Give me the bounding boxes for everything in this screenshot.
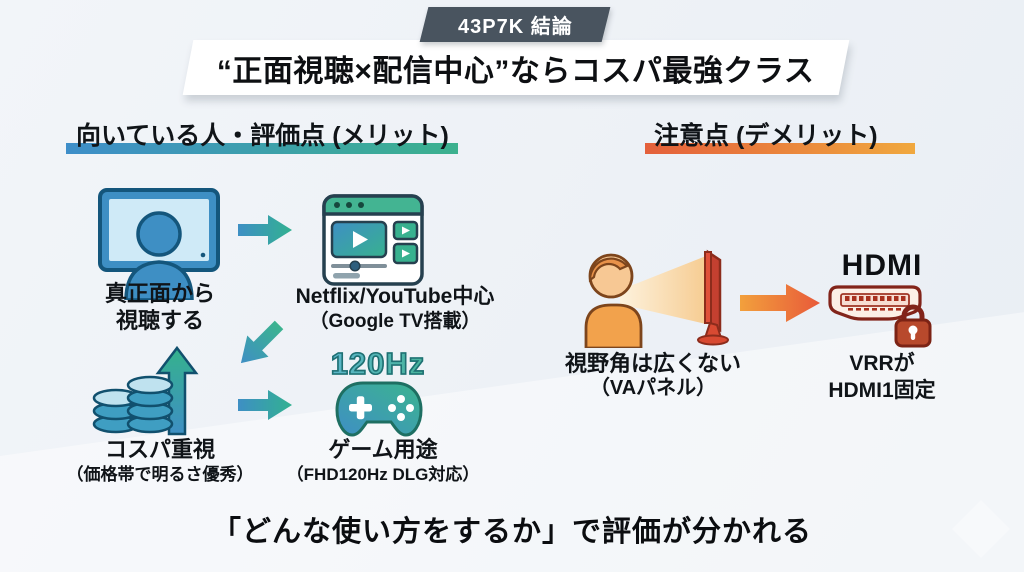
- hdmi-lock-icon: [828, 285, 932, 348]
- streaming-apps-icon: [322, 194, 424, 286]
- merit4-line2: （FHD120Hz DLG対応）: [286, 465, 480, 484]
- merits-underline: [66, 143, 458, 154]
- front-viewer-icon: [98, 188, 220, 300]
- merit2-line1: Netflix/YouTube中心: [295, 285, 495, 308]
- merit-item-label: Netflix/YouTube中心 （Google TV搭載）: [262, 283, 528, 333]
- page-title: “正面視聴×配信中心”ならコスパ最強クラス: [217, 54, 815, 88]
- arrow-diagonal-icon: [220, 304, 299, 383]
- model-conclusion-badge: 43P7K 結論: [419, 7, 611, 42]
- demerit2-line2: HDMI1固定: [828, 379, 936, 402]
- merit-item-label: コスパ重視 （価格帯で明るさ優秀）: [35, 436, 285, 486]
- demerit-item-label: VRRが HDMI1固定: [812, 350, 952, 404]
- demerit1-line1: 視野角は広くない: [564, 351, 741, 376]
- hdmi-heading: HDMI: [841, 249, 923, 282]
- arrow-right-icon: [238, 390, 292, 420]
- hz-badge: 120Hz: [318, 345, 438, 382]
- title-banner: “正面視聴×配信中心”ならコスパ最強クラス: [182, 40, 850, 95]
- arrow-right-icon: [238, 215, 292, 245]
- arrow-right-orange-icon: [740, 284, 820, 322]
- merits-heading: 向いている人・評価点 (メリット): [76, 122, 449, 150]
- demerits-underline: [645, 143, 915, 154]
- model-conclusion-label: 43P7K 結論: [457, 16, 573, 38]
- merit-item-label: ゲーム用途 （FHD120Hz DLG対応）: [263, 436, 503, 486]
- demerit-item-label: 視野角は広くない （VAパネル）: [538, 350, 768, 400]
- merit-item-label: 真正面から 視聴する: [55, 280, 265, 334]
- merit3-line2: （価格帯で明るさ優秀）: [66, 465, 254, 484]
- merit3-line1: コスパ重視: [104, 437, 215, 462]
- merit4-line1: ゲーム用途: [328, 437, 438, 462]
- demerits-heading: 注意点 (デメリット): [654, 122, 878, 150]
- merit2-line2: （Google TV搭載）: [309, 311, 481, 332]
- viewing-angle-icon: [584, 249, 729, 348]
- demerit1-line2: （VAパネル）: [589, 377, 717, 399]
- merit1-line1: 真正面から: [104, 281, 215, 306]
- demerit2-line1: VRRが: [849, 352, 915, 375]
- gamepad-icon: [335, 381, 423, 437]
- footer-conclusion: 「どんな使い方をするか」で評価が分かれる: [211, 516, 812, 548]
- merit1-line2: 視聴する: [115, 308, 204, 333]
- coins-growth-icon: [92, 345, 199, 436]
